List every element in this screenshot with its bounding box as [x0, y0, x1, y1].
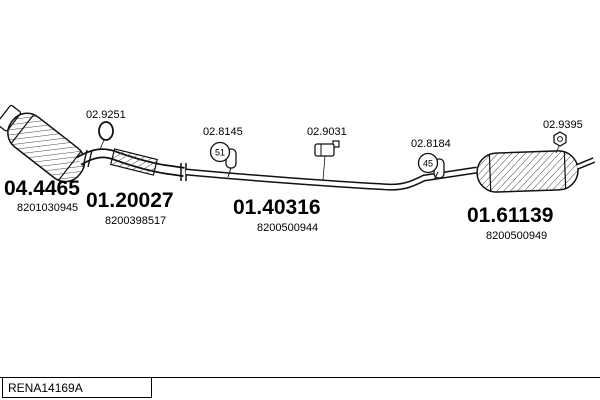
small-part-code-clamp[interactable]: 02.9031 — [307, 126, 347, 138]
small-part-code-gasket[interactable]: 02.9251 — [86, 109, 126, 121]
rubber-hanger-45-icon: 45 — [417, 152, 445, 181]
small-part-code-hanger-45[interactable]: 02.8184 — [411, 138, 451, 150]
small-part-code-nut[interactable]: 02.9395 — [543, 119, 583, 131]
mounting-nut-icon — [553, 131, 567, 154]
main-part-number-rear-silencer: 8200500949 — [486, 230, 548, 242]
clamp-icon — [314, 140, 340, 181]
main-part-code-catalytic-converter[interactable]: 04.4465 — [4, 177, 80, 200]
main-part-code-front-pipe[interactable]: 01.20027 — [86, 189, 174, 212]
drawing-reference-box: RENA14169A — [2, 377, 152, 398]
footer-divider-line — [0, 377, 600, 378]
tailpipe-drawing — [575, 157, 596, 170]
small-part-code-hanger-51[interactable]: 02.8145 — [203, 126, 243, 138]
drawing-reference-code: RENA14169A — [8, 380, 83, 395]
catalytic-converter-drawing — [0, 104, 86, 183]
main-part-number-centre-pipe: 8200500944 — [257, 222, 319, 234]
main-part-code-centre-pipe[interactable]: 01.40316 — [233, 196, 321, 219]
rubber-hanger-51-icon: 51 — [209, 141, 237, 178]
centre-pipe-drawing — [185, 166, 478, 191]
hanger-badge-45: 45 — [423, 159, 433, 169]
main-part-number-front-pipe: 8200398517 — [105, 215, 167, 227]
main-part-code-rear-silencer[interactable]: 01.61139 — [467, 204, 554, 227]
rear-silencer-drawing — [476, 150, 579, 193]
front-pipe-drawing — [76, 148, 187, 181]
hanger-badge-51: 51 — [215, 148, 225, 158]
main-part-number-catalytic-converter: 8201030945 — [17, 202, 79, 214]
